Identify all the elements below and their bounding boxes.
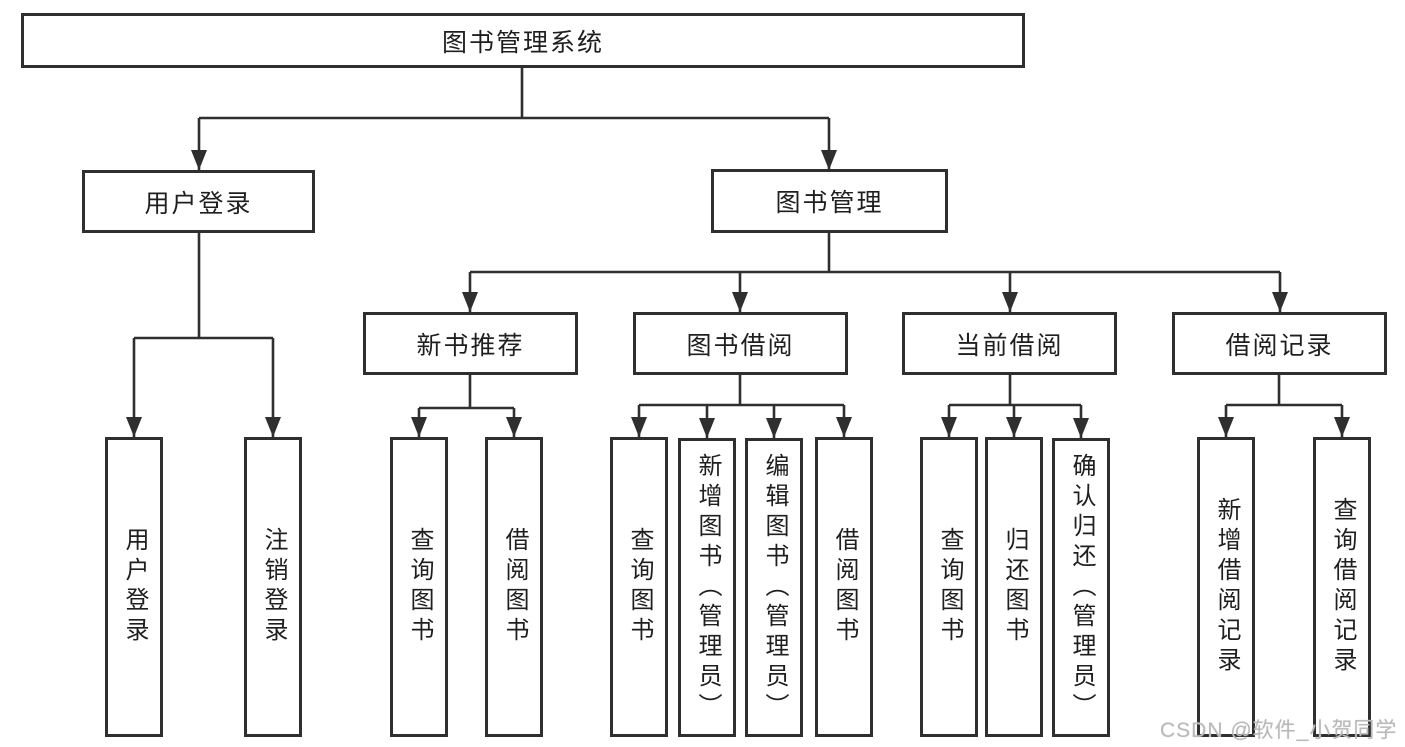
leaf-query-books-current: 查询图书: [920, 437, 978, 737]
leaf-return-books: 归还图书: [985, 437, 1043, 737]
leaf-confirm-return-admin: 确认归还（管理员）: [1052, 438, 1110, 737]
node-root-library-system: 图书管理系统: [21, 13, 1025, 68]
leaf-logout-login: 注销登录: [244, 437, 302, 737]
node-borrow-records: 借阅记录: [1172, 312, 1387, 375]
leaf-borrow-books: 借阅图书: [815, 437, 873, 737]
leaf-query-books-borrow: 查询图书: [610, 437, 668, 737]
leaf-query-borrow-record: 查询借阅记录: [1313, 437, 1371, 737]
node-book-borrow: 图书借阅: [633, 312, 848, 375]
leaf-edit-books-admin: 编辑图书（管理员）: [745, 438, 803, 737]
leaf-add-books-admin: 新增图书（管理员）: [678, 438, 736, 737]
leaf-add-borrow-record: 新增借阅记录: [1197, 437, 1255, 737]
leaf-query-books-recommend: 查询图书: [390, 437, 448, 737]
leaf-user-login: 用户登录: [105, 437, 163, 737]
node-new-book-recommend: 新书推荐: [363, 312, 578, 375]
csdn-watermark: CSDN @软件_小贺同学: [1160, 719, 1398, 742]
node-user-login: 用户登录: [82, 170, 315, 233]
node-current-borrow: 当前借阅: [902, 312, 1117, 375]
leaf-borrow-books-recommend: 借阅图书: [485, 437, 543, 737]
node-book-management: 图书管理: [711, 169, 948, 233]
